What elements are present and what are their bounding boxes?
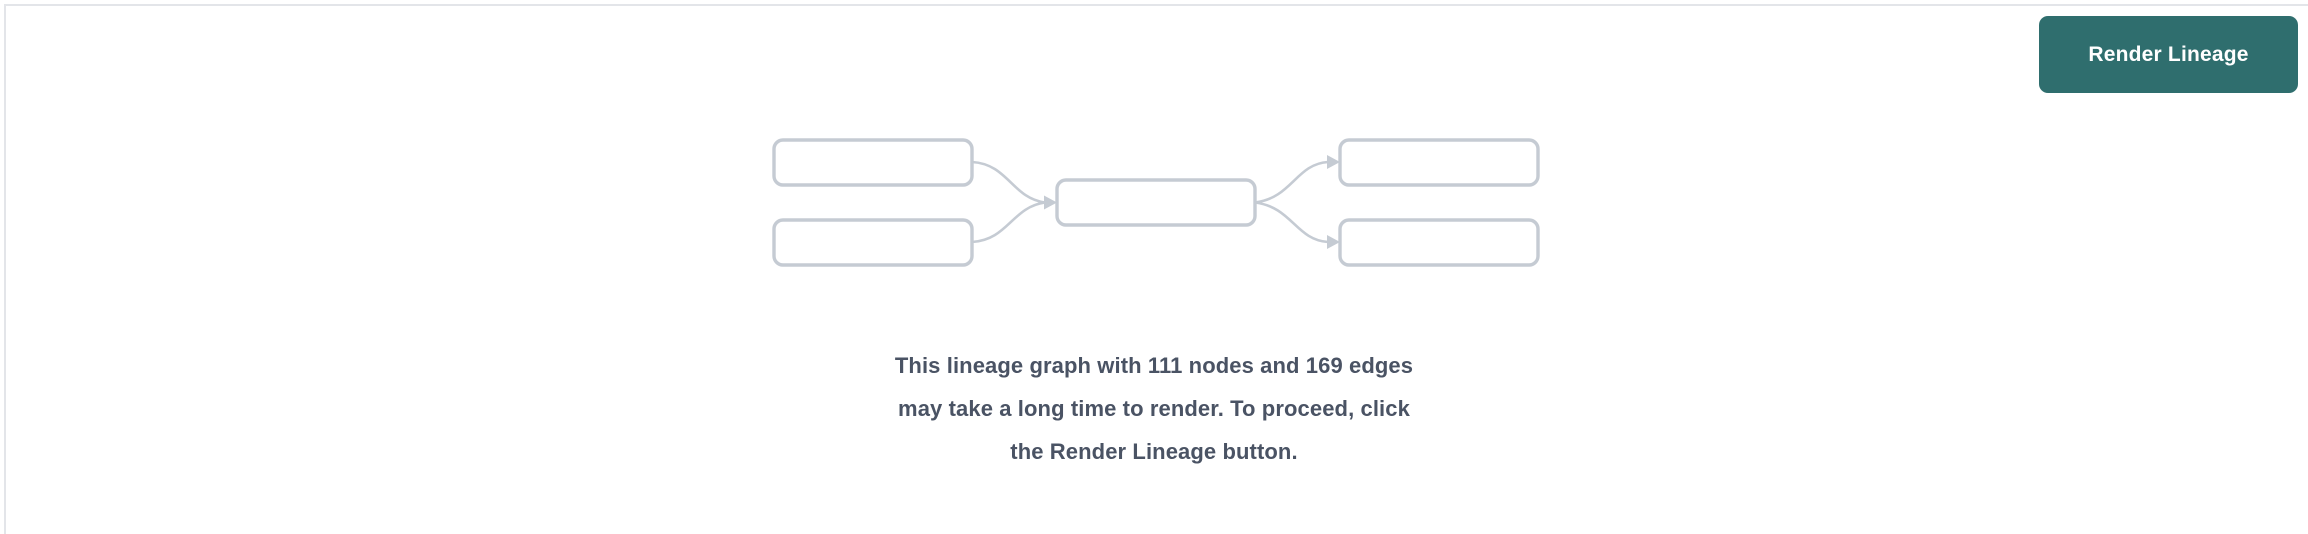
placeholder-node-focus [1055,178,1257,227]
placeholder-edge-downstream-1 [1254,160,1329,204]
arrowhead-into-downstream-1-icon [1327,155,1340,169]
lineage-render-warning-message: This lineage graph with 111 nodes and 16… [894,353,1414,464]
placeholder-edge-upstream-2 [971,201,1046,244]
lineage-graph-placeholder [740,120,1570,290]
placeholder-node-upstream-1 [772,138,974,187]
placeholder-node-downstream-1 [1338,138,1540,187]
panel-top-border [4,4,2308,6]
panel-left-border [4,4,6,534]
placeholder-edge-upstream-1 [971,160,1046,204]
arrowhead-into-focus-icon [1044,195,1057,210]
placeholder-node-upstream-2 [772,218,974,267]
render-lineage-button[interactable]: Render Lineage [2039,16,2298,93]
placeholder-graph-svg [772,138,1540,267]
placeholder-edge-downstream-2 [1254,201,1329,244]
arrowhead-into-downstream-2-icon [1327,235,1340,249]
placeholder-node-downstream-2 [1338,218,1540,267]
